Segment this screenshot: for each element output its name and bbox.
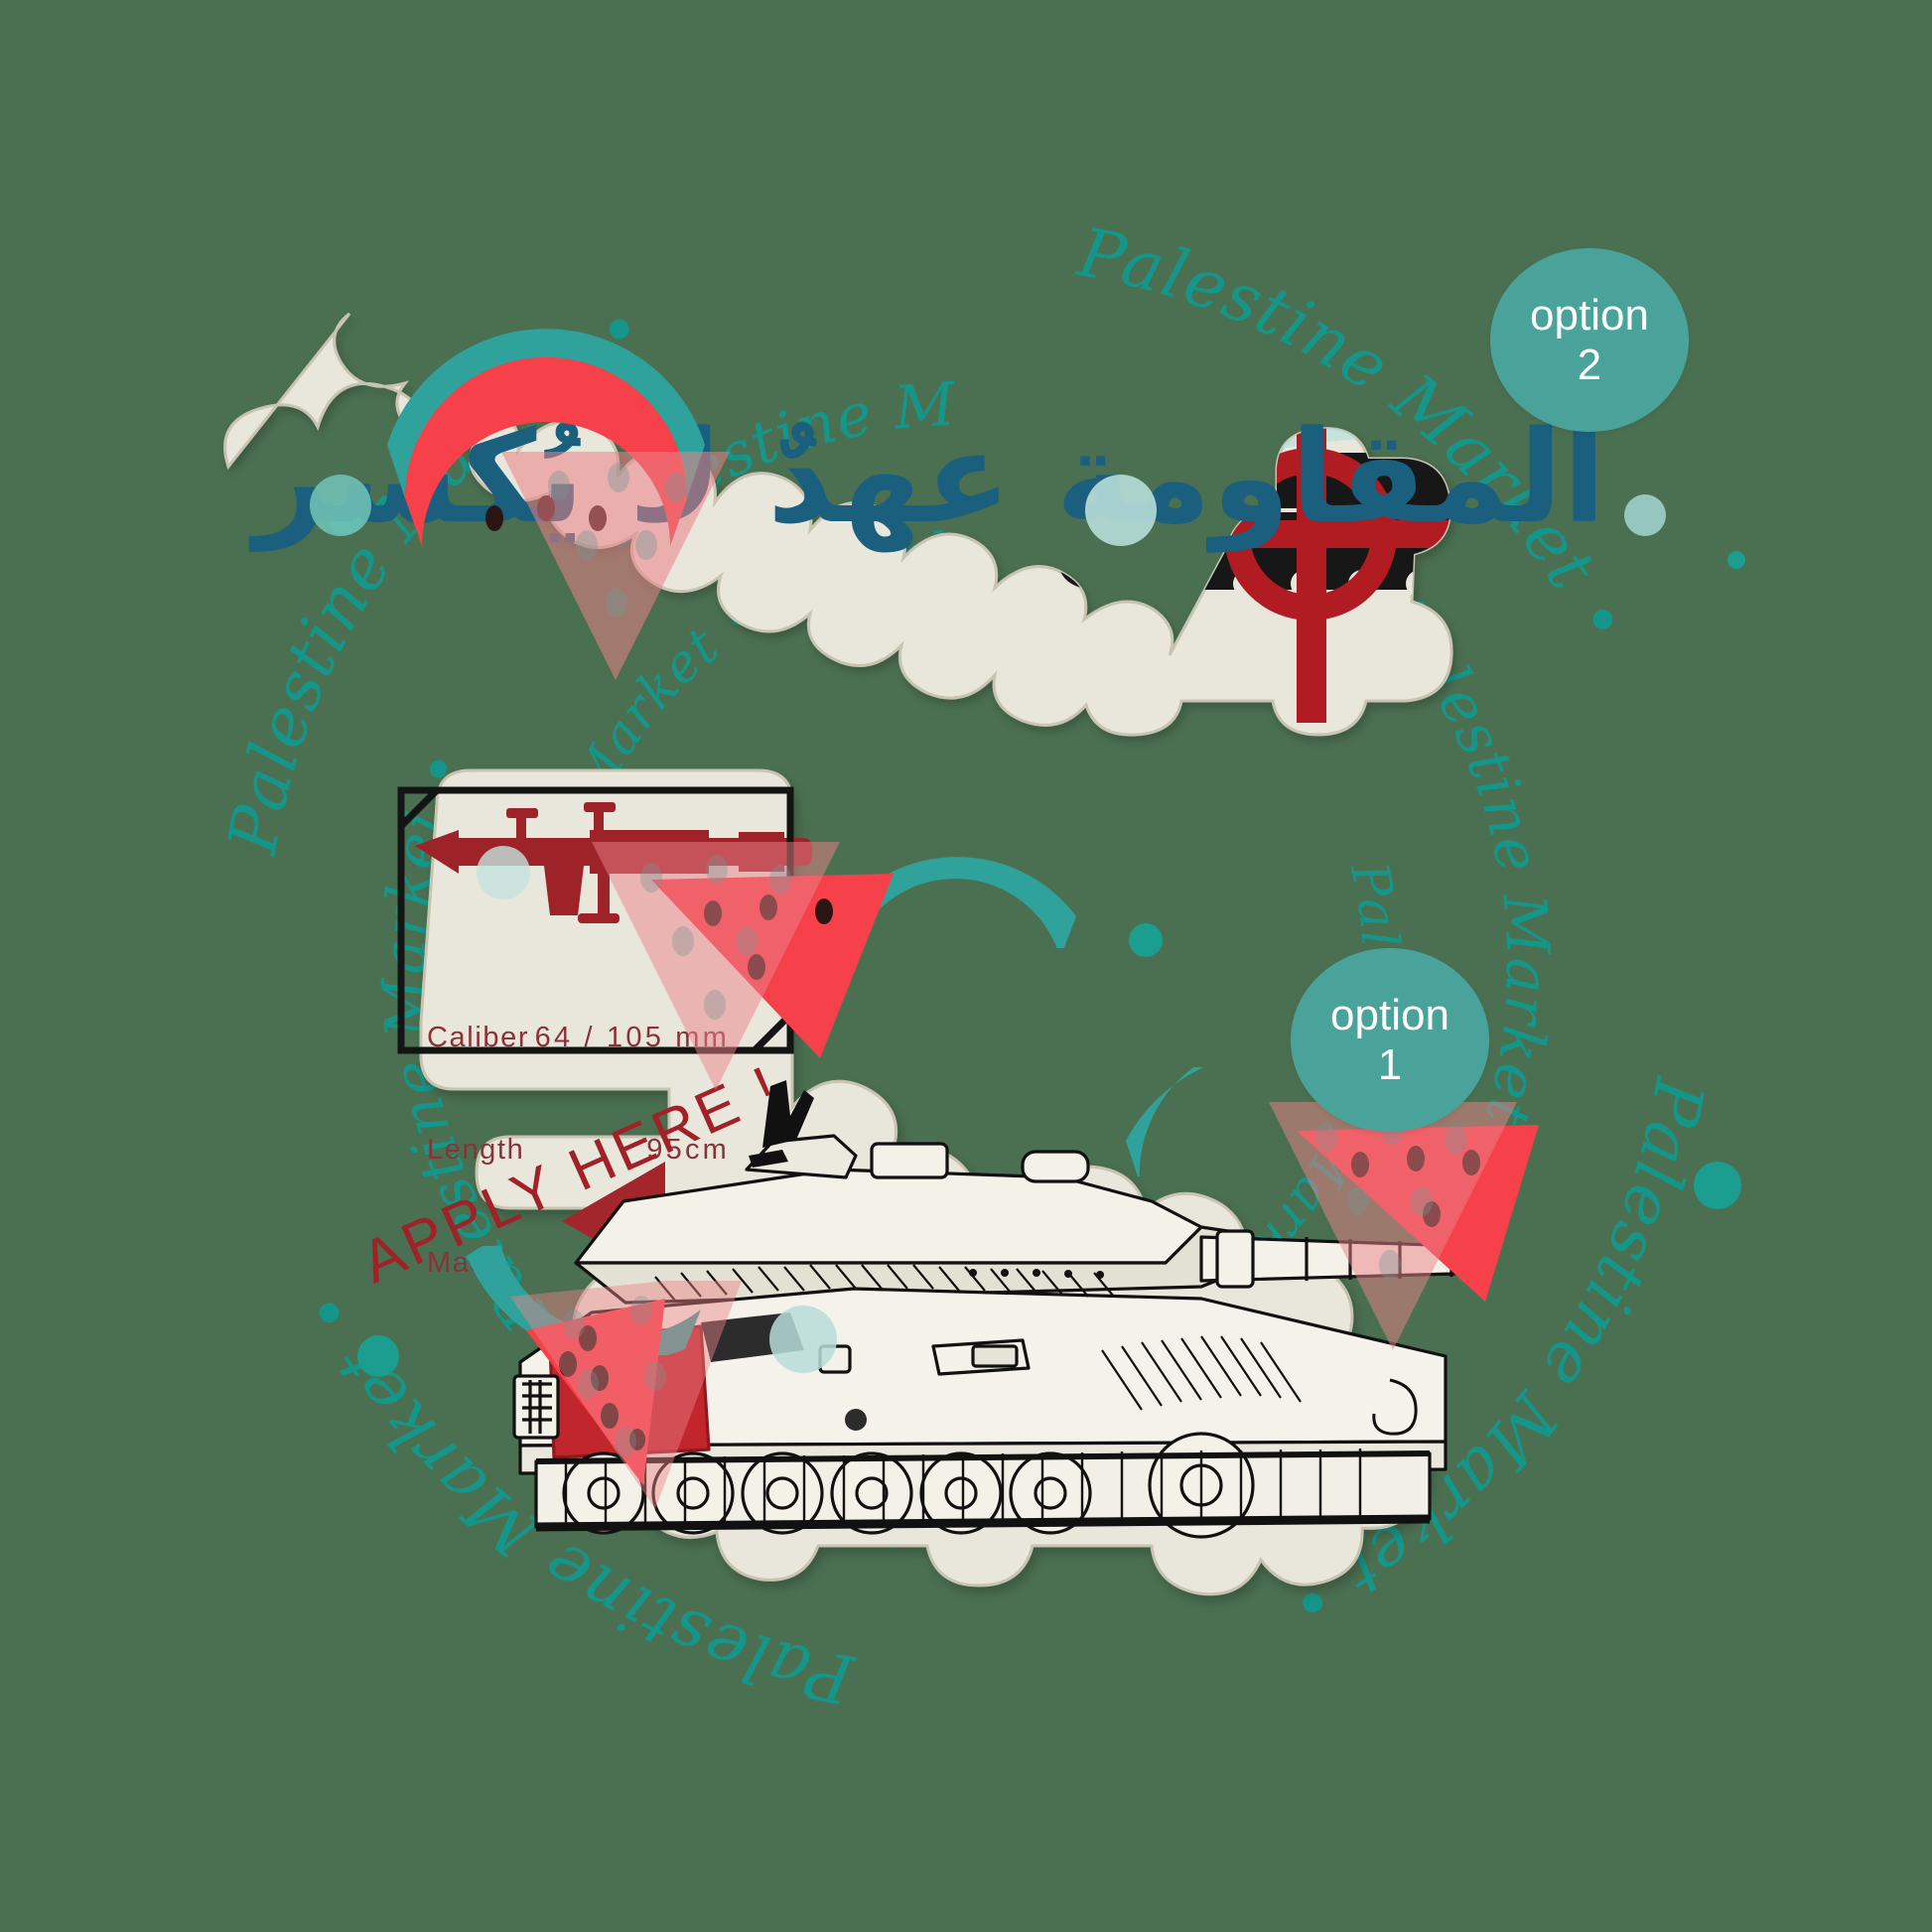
spec-box-frame bbox=[397, 786, 794, 1054]
pale-dot bbox=[769, 1306, 837, 1373]
spec-row: Length 95cm bbox=[427, 1132, 730, 1170]
pale-dot bbox=[1085, 475, 1157, 546]
option-2-number: 2 bbox=[1577, 340, 1602, 389]
spec-label: Length bbox=[427, 1134, 525, 1167]
option-2-word: option bbox=[1530, 291, 1649, 341]
pink-triangle-top bbox=[501, 452, 730, 680]
teal-arc-left bbox=[457, 1246, 715, 1355]
watermark-dot bbox=[1727, 551, 1745, 569]
watermark-dot bbox=[1694, 1162, 1741, 1209]
option-2-badge[interactable]: option 2 bbox=[1490, 248, 1689, 432]
pink-triangle-left bbox=[496, 1281, 745, 1519]
teal-arc-mid bbox=[824, 809, 1082, 948]
pale-dot bbox=[477, 846, 530, 899]
option-1-word: option bbox=[1330, 991, 1449, 1040]
spec-value: 95cm bbox=[646, 1134, 730, 1167]
pink-triangle-mid bbox=[592, 842, 840, 1090]
pale-dot bbox=[310, 475, 371, 536]
option-1-badge[interactable]: option 1 bbox=[1291, 948, 1489, 1132]
pale-dot bbox=[1624, 494, 1666, 536]
pink-triangle-right bbox=[1269, 1102, 1517, 1350]
option-1-number: 1 bbox=[1377, 1039, 1403, 1089]
watermelon-slice-left bbox=[516, 1291, 745, 1499]
spec-label: Caliber bbox=[427, 1022, 530, 1054]
